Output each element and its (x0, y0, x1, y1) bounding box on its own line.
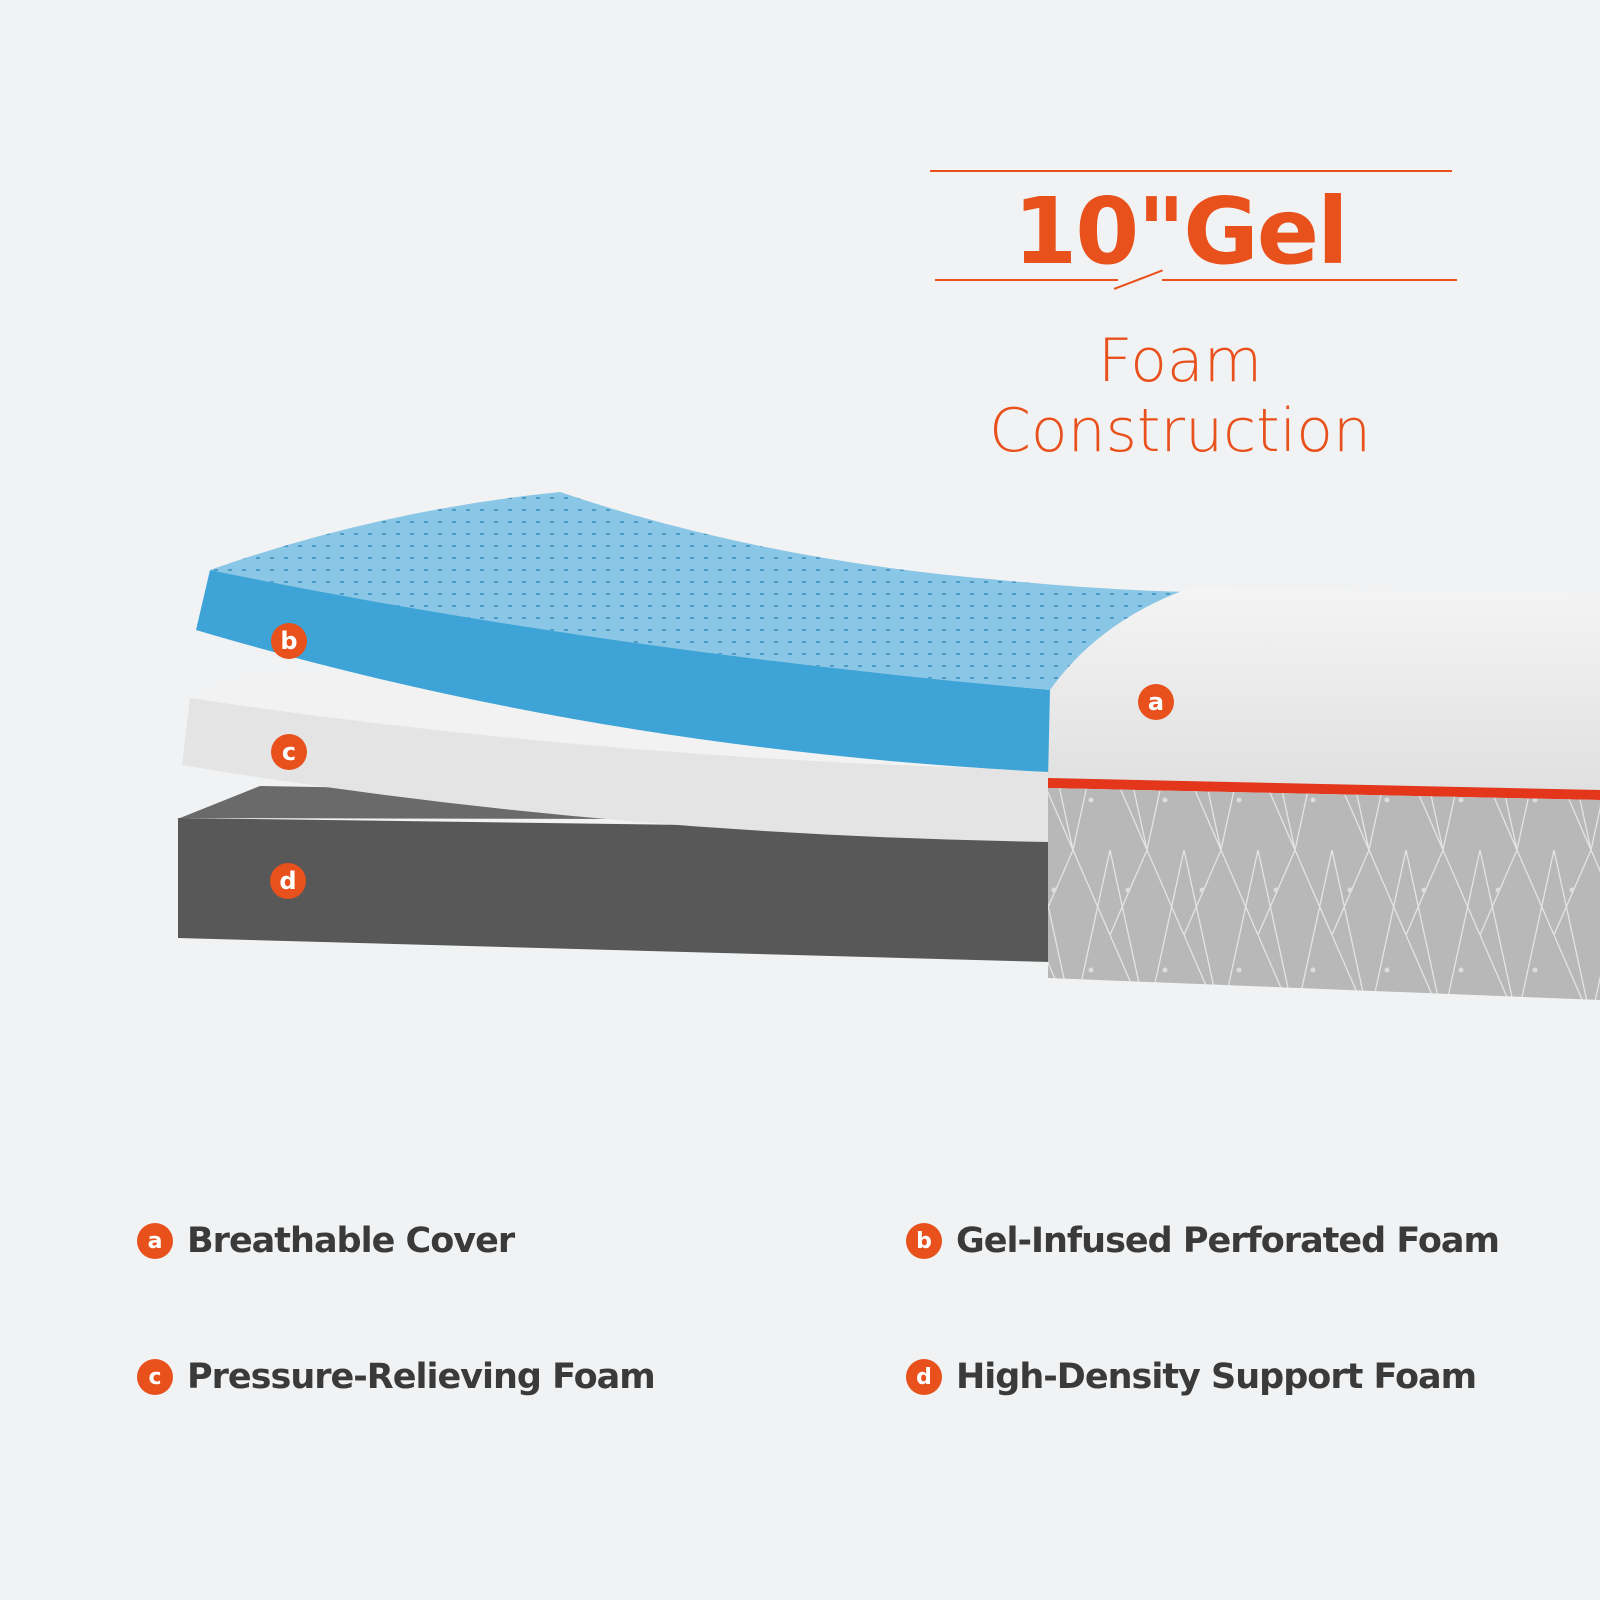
legend-label: Gel-Infused Perforated Foam (956, 1221, 1500, 1261)
legend-label: Breathable Cover (187, 1221, 515, 1261)
badge-a: a (1138, 684, 1174, 720)
title-rule-bottom-right (1162, 279, 1457, 281)
legend-badge: c (137, 1359, 173, 1395)
legend-label: High-Density Support Foam (956, 1357, 1477, 1397)
legend-badge: a (137, 1223, 173, 1259)
red-piping (1048, 778, 1600, 800)
legend-badge: b (906, 1223, 942, 1259)
svg-text:c: c (282, 738, 296, 766)
title-rule-bottom-left (935, 279, 1118, 281)
legend-item-a: a Breathable Cover (137, 1221, 515, 1261)
badge-c: c (271, 734, 307, 770)
legend-label: Pressure-Relieving Foam (187, 1357, 656, 1397)
legend-badge: d (906, 1359, 942, 1395)
title-rule-top (930, 170, 1452, 172)
svg-text:a: a (1148, 688, 1164, 716)
page-title: 10"Gel (1013, 178, 1348, 285)
legend-item-c: c Pressure-Relieving Foam (137, 1357, 656, 1397)
legend-item-b: b Gel-Infused Perforated Foam (906, 1221, 1500, 1261)
badge-b: b (271, 623, 307, 659)
layer-b-gel-foam (196, 492, 1190, 772)
title-block: 10"Gel Foam Construction (900, 160, 1460, 466)
page-subtitle: Foam Construction (988, 326, 1372, 466)
layer-a-mattress-cover (1048, 588, 1600, 1000)
svg-text:b: b (280, 627, 297, 655)
svg-text:d: d (279, 867, 296, 895)
legend-item-d: d High-Density Support Foam (906, 1357, 1477, 1397)
badge-d: d (270, 863, 306, 899)
